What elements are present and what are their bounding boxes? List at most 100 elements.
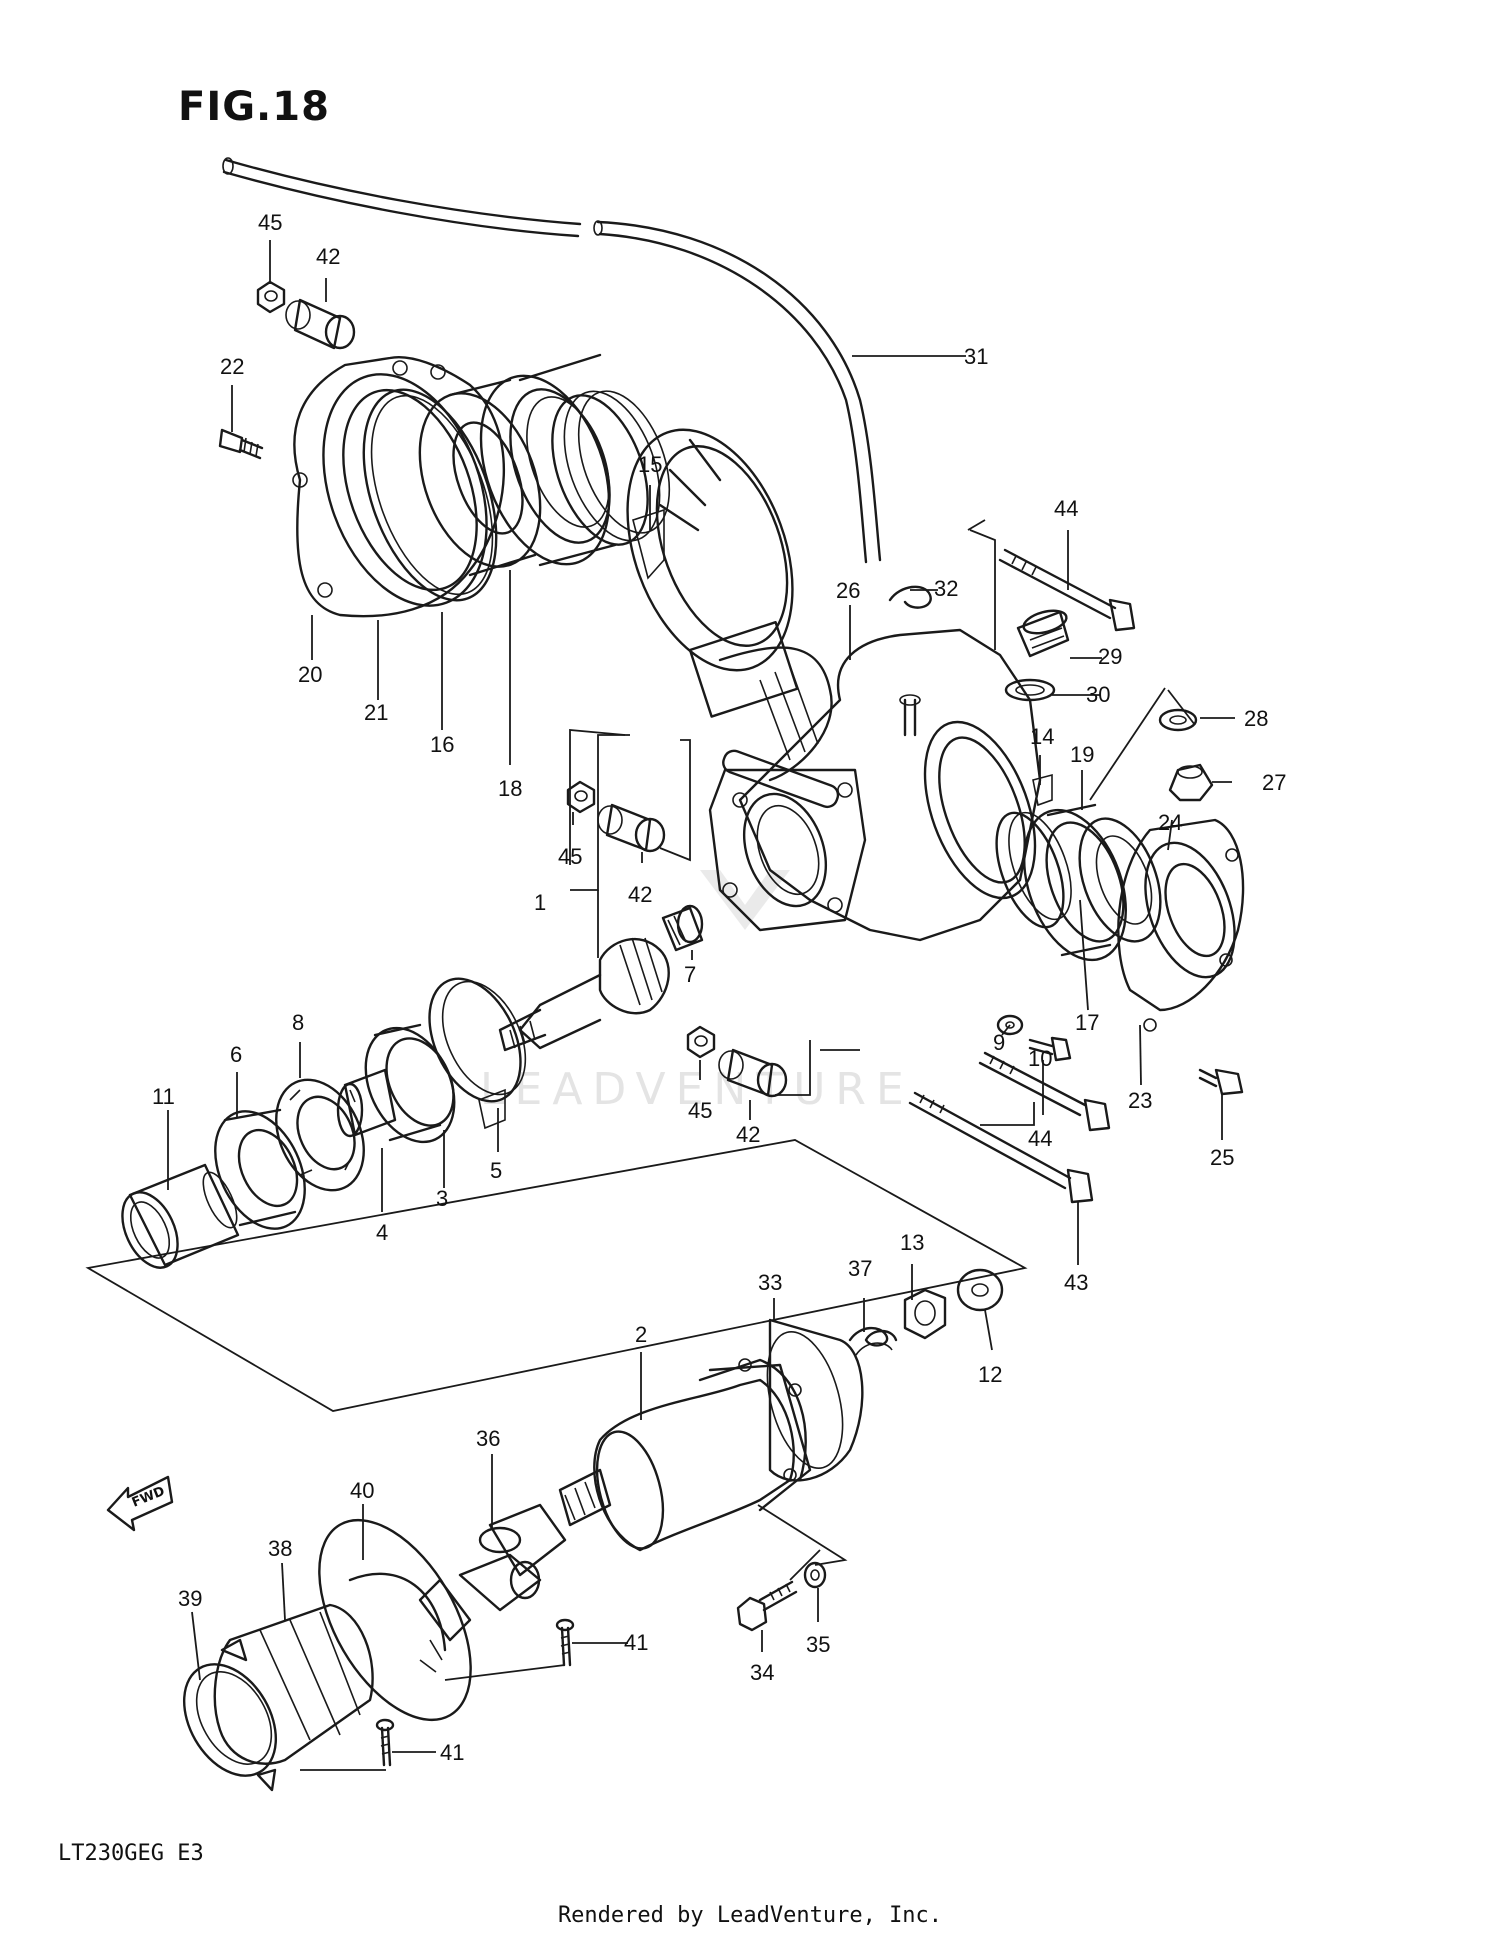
callout-12: 12 [978,1362,1002,1387]
rendered-by-footer: Rendered by LeadVenture, Inc. [557,1903,943,1928]
part-13-nut[interactable] [903,1288,947,1340]
part-41-screw-lower[interactable] [375,1718,395,1767]
forward-direction-arrow: FWD [106,1475,174,1532]
callout-38: 38 [268,1536,292,1561]
callout-16: 16 [430,732,454,757]
callout-44-lower: 44 [1028,1126,1052,1151]
part-1-pinion-shaft[interactable] [498,937,670,1052]
callout-42-middle: 42 [628,882,652,907]
callout-2: 2 [635,1322,647,1347]
leader-lines [167,240,1235,1771]
part-33-gasket[interactable] [754,1318,864,1482]
callout-34: 34 [750,1660,774,1685]
part-19-bearing[interactable] [1005,796,1145,974]
part-42-collar-top[interactable] [285,298,356,350]
callout-44-upper: 44 [1054,496,1078,521]
callout-15: 15 [638,452,662,477]
callout-32: 32 [934,576,958,601]
leadventure-watermark: LEADVENTURE [480,870,914,1115]
callout-45-top: 45 [258,210,282,235]
part-22-bolt[interactable] [218,428,264,460]
callout-5: 5 [490,1158,502,1183]
part-10-bolt[interactable] [1028,1036,1072,1062]
callout-3: 3 [436,1186,448,1211]
assembly-group-outline [85,1139,1028,1412]
callout-33: 33 [758,1270,782,1295]
part-16-oil-seal[interactable] [398,377,563,584]
part-11-coupler[interactable] [111,1163,243,1276]
callout-39: 39 [178,1586,202,1611]
part-3-bearing[interactable] [348,1014,471,1157]
part-43-long-bolt[interactable] [908,1091,1094,1204]
part-12-washer[interactable] [956,1268,1004,1312]
part-45-nut-lower[interactable] [686,1025,716,1059]
callout-24: 24 [1158,810,1182,835]
bevel-ring-gear[interactable] [597,407,833,782]
part-30-washer[interactable] [1004,678,1056,702]
callout-45-lower: 45 [688,1098,712,1123]
callout-11: 11 [152,1084,175,1109]
part-35-washer[interactable] [803,1561,827,1589]
part-32-clip[interactable] [888,585,932,609]
part-37-spring[interactable] [848,1326,898,1356]
part-7-needle-bearing[interactable] [661,904,704,952]
part-39-clamp[interactable] [165,1638,294,1792]
callout-8: 8 [292,1010,304,1035]
callout-22: 22 [220,354,244,379]
callout-1: 1 [534,890,546,915]
part-2-propeller-shaft-housing[interactable] [585,1358,812,1556]
part-25-bolt[interactable] [1198,1068,1244,1096]
callout-42-top: 42 [316,244,340,269]
callout-13: 13 [900,1230,924,1255]
part-34-bolt[interactable] [736,1580,798,1632]
callout-23: 23 [1128,1088,1152,1113]
callout-17: 17 [1075,1010,1099,1035]
part-8-drive-gear[interactable] [259,1066,381,1205]
part-40-boot[interactable] [288,1495,502,1746]
part-45-nut-middle[interactable] [566,780,596,814]
part-44-bolt-lower[interactable] [978,1051,1111,1132]
part-29-drain-plug[interactable] [1016,607,1070,658]
part-38-rubber-boot[interactable] [213,1603,374,1765]
part-44-bolt-upper[interactable] [998,548,1136,632]
callout-14: 14 [1030,724,1054,749]
part-41-screw-upper[interactable] [555,1618,575,1667]
part-18-bearing[interactable] [457,353,633,582]
callout-45-middle: 45 [558,844,582,869]
callout-21: 21 [364,700,388,725]
watermark-text: LEADVENTURE [480,1064,914,1115]
part-45-nut-top[interactable] [256,280,286,314]
callout-9: 9 [993,1030,1005,1055]
callout-26: 26 [836,578,860,603]
part-27-bolt[interactable] [1168,763,1214,802]
part-42-collar-middle[interactable] [597,803,666,853]
part-6-bearing[interactable] [198,1097,323,1243]
callout-36: 36 [476,1426,500,1451]
part-31-breather-hose[interactable] [222,157,882,564]
part-21-o-ring[interactable] [338,372,522,618]
callout-4: 4 [376,1220,388,1245]
callout-35: 35 [806,1632,830,1657]
part-4-spacer[interactable] [336,1068,397,1138]
callout-25: 25 [1210,1145,1234,1170]
callout-19: 19 [1070,742,1094,767]
part-24-bearing-cover[interactable] [1117,818,1251,1032]
part-28-washer[interactable] [1158,708,1198,732]
callout-labels: 1 2 3 4 5 6 7 8 9 10 11 12 13 14 15 16 1… [152,210,1286,1765]
callout-30: 30 [1086,682,1110,707]
callout-42-lower: 42 [736,1122,760,1147]
figure-title: FIG.18 [178,84,330,130]
part-36-universal-joint[interactable] [418,1468,612,1642]
part-15-shims[interactable] [534,378,687,580]
callout-27: 27 [1262,770,1286,795]
callout-7: 7 [684,962,696,987]
part-20-housing-cover[interactable] [292,352,517,629]
model-code: LT230GEG E3 [58,1841,204,1866]
part-14-shim[interactable] [983,773,1083,936]
callout-37: 37 [848,1256,872,1281]
part-9-washer[interactable] [996,1014,1024,1036]
callout-18: 18 [498,776,522,801]
part-42-collar-lower[interactable] [718,1048,788,1098]
